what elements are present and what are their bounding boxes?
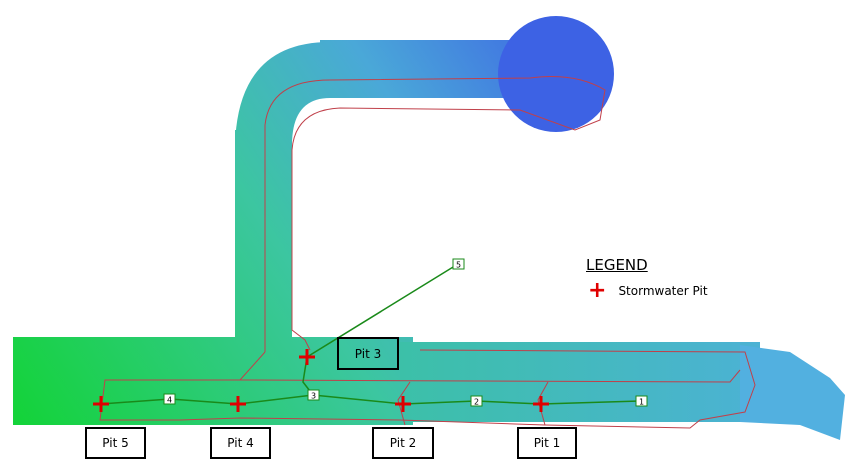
svg-text:5: 5 bbox=[456, 261, 461, 270]
red-cross-icon: + bbox=[588, 278, 607, 303]
pit-3-label: Pit 3 bbox=[337, 337, 399, 370]
pit-marker-4 bbox=[230, 396, 246, 412]
svg-text:2: 2 bbox=[474, 398, 479, 407]
svg-text:3: 3 bbox=[311, 392, 316, 401]
legend-title: LEGEND bbox=[586, 256, 648, 274]
pit-marker-3 bbox=[299, 349, 315, 365]
catchment-boundary bbox=[99, 76, 756, 429]
node-4: 4 bbox=[163, 393, 176, 405]
legend-item-label: Stormwater Pit bbox=[618, 284, 708, 298]
pit-marker-5 bbox=[93, 396, 109, 412]
pit-5-label: Pit 5 bbox=[85, 427, 146, 459]
node-5: 5 bbox=[452, 258, 465, 270]
pit-marker-2 bbox=[395, 396, 411, 412]
pit-marker-1 bbox=[533, 396, 549, 412]
node-labels: 1 2 3 4 5 bbox=[163, 258, 648, 407]
pit-2-label: Pit 2 bbox=[372, 427, 434, 459]
road-surface bbox=[13, 16, 845, 440]
svg-text:4: 4 bbox=[167, 396, 172, 405]
legend-item-stormwater-pit: + Stormwater Pit bbox=[588, 278, 708, 303]
node-2: 2 bbox=[470, 395, 483, 407]
pit-1-label: Pit 1 bbox=[517, 427, 577, 459]
pit-markers bbox=[93, 349, 549, 412]
node-3: 3 bbox=[307, 389, 320, 401]
pit-4-label: Pit 4 bbox=[210, 427, 271, 459]
svg-text:1: 1 bbox=[639, 398, 644, 407]
node-1: 1 bbox=[635, 395, 648, 407]
pipe-network bbox=[100, 263, 642, 405]
